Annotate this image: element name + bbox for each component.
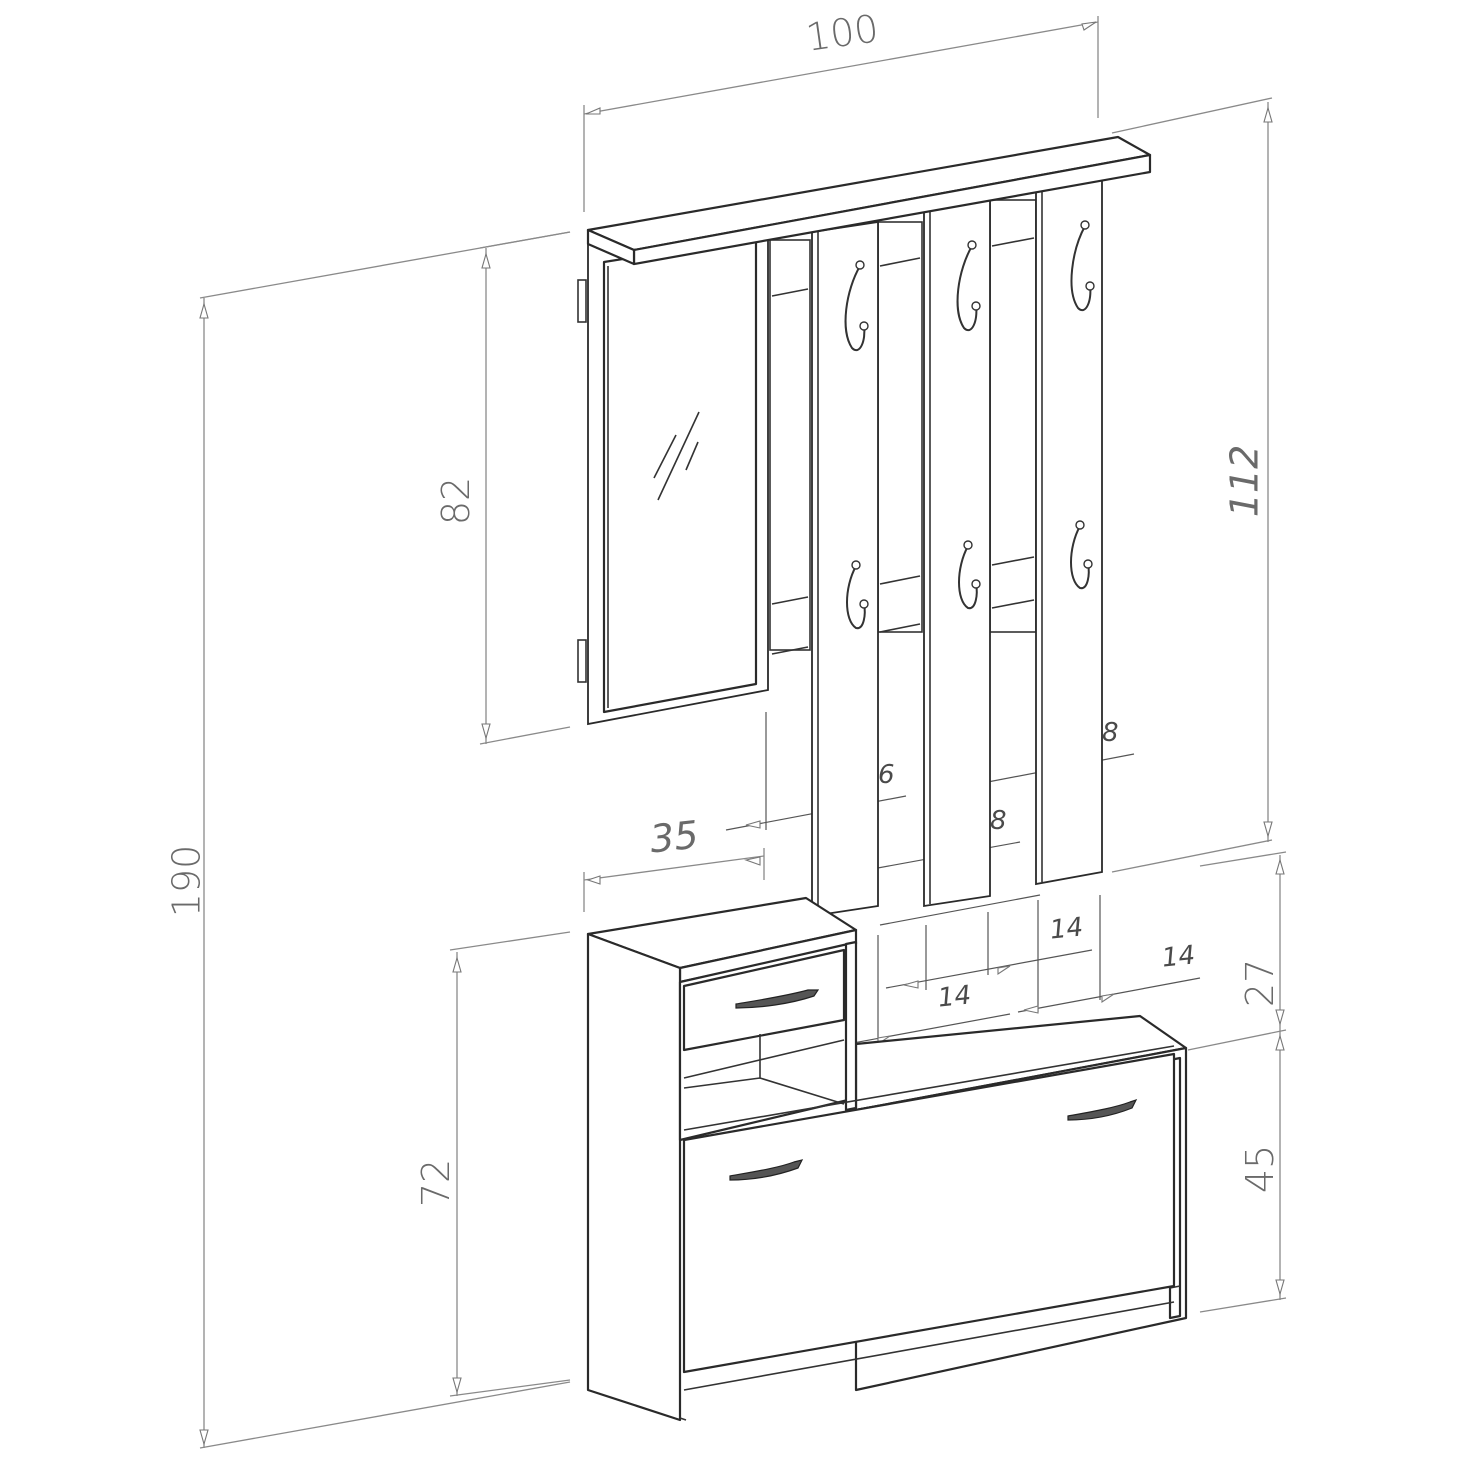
hook-icon — [1070, 520, 1093, 590]
dim-panel-gap-b: 8 — [990, 806, 1007, 836]
hook-panel-1 — [811, 220, 879, 918]
hook-icon — [958, 540, 981, 610]
shoe-cabinet — [586, 896, 1188, 1422]
dim-cabinet-height: 72 — [414, 1158, 459, 1208]
mirror — [577, 206, 769, 726]
dim-panel-width-b: 14 — [1048, 912, 1085, 946]
wall-unit — [577, 135, 1152, 918]
dim-panel-width-c: 14 — [1160, 940, 1197, 974]
dimension-lines — [199, 16, 1287, 1449]
flap-door — [682, 1052, 1176, 1374]
dim-cabinet-depth: 35 — [647, 812, 701, 862]
dim-panel-gap-a: 6 — [878, 760, 895, 790]
flap-handle-left-icon — [729, 1159, 804, 1181]
reflection-line — [653, 434, 677, 479]
hook-icon — [846, 560, 869, 630]
reflection-line — [657, 411, 700, 501]
hinge — [577, 279, 587, 323]
dim-cabinet-bottom-section: 45 — [1238, 1144, 1283, 1194]
dim-total-height: 190 — [164, 844, 209, 918]
hinge — [577, 639, 587, 683]
column-side — [586, 932, 682, 1422]
dim-total-width: 100 — [803, 6, 882, 60]
coat-hooks — [844, 220, 1095, 630]
dim-mirror-height: 82 — [434, 476, 479, 526]
hook-icon — [956, 240, 981, 331]
flap-handle-right-icon — [1067, 1098, 1138, 1121]
dim-hook-panel-height: 112 — [1222, 444, 1267, 518]
back-slats — [769, 199, 1037, 655]
hook-icon — [844, 260, 869, 351]
dim-cabinet-top-section: 27 — [1238, 958, 1283, 1008]
top-shelf — [586, 135, 1152, 266]
dim-panel-gap-c: 8 — [1102, 718, 1119, 748]
reflection-line — [685, 441, 699, 471]
dim-panel-width-a: 14 — [936, 980, 973, 1014]
hook-icon — [1070, 220, 1095, 311]
drawer-handle-icon — [735, 989, 820, 1009]
